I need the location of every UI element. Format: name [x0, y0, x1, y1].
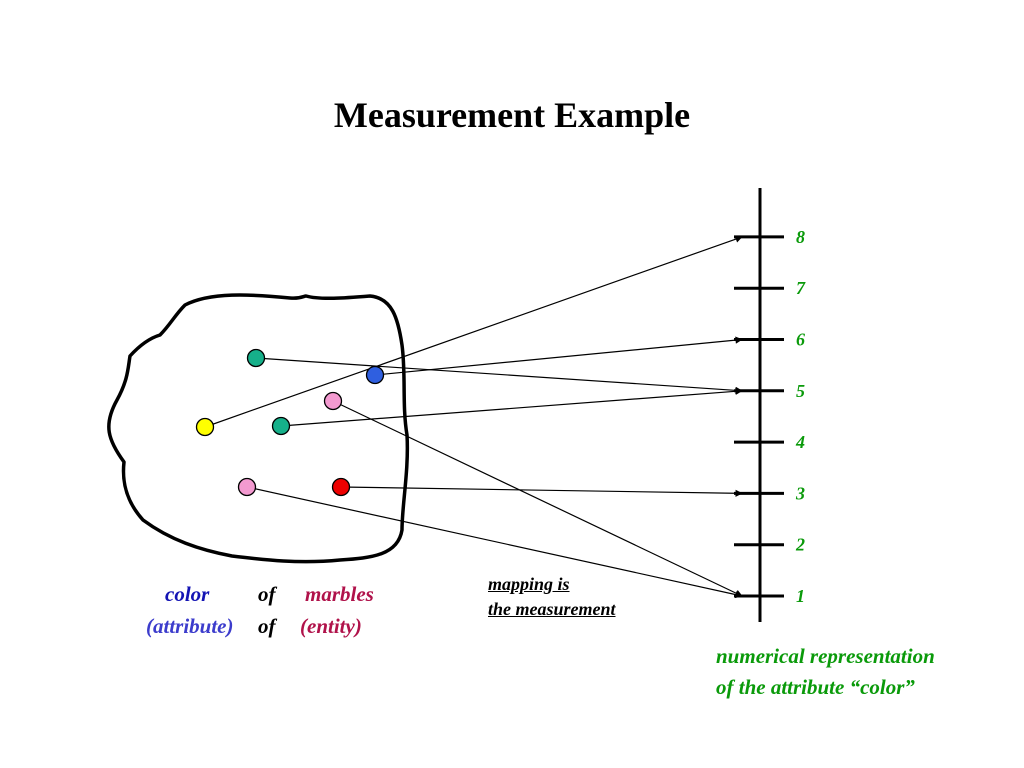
marble-teal-5 — [271, 416, 291, 436]
color-word-label: color — [165, 582, 210, 606]
mapping-arrow-1 — [255, 357, 743, 394]
marble-blue-2 — [365, 365, 385, 385]
scale-tick-label-6: 6 — [796, 330, 805, 350]
scale-tick-label-4: 4 — [795, 432, 805, 452]
marble-pink-6 — [237, 477, 257, 497]
marble-teal-1 — [246, 348, 266, 368]
scale-tick-label-8: 8 — [796, 227, 805, 247]
mapping-note-line-2: the measurement — [488, 599, 616, 619]
mapping-arrow-5 — [280, 387, 743, 427]
mapping-note: mapping is the measurement — [488, 572, 616, 622]
mapping-arrow-6 — [246, 486, 743, 599]
marble-bag-outline — [107, 293, 410, 564]
of-word-label-2: of — [258, 614, 276, 638]
representation-note: numerical representation of the attribut… — [716, 641, 935, 703]
mapping-note-line-1: mapping is — [488, 574, 570, 594]
marbles — [195, 348, 385, 497]
mapping-arrow-7 — [340, 486, 743, 497]
scale-tick-label-2: 2 — [795, 535, 805, 555]
marble-yellow-4 — [195, 417, 215, 437]
mapping-arrow-3 — [332, 400, 743, 597]
scale-tick-label-3: 3 — [795, 483, 805, 503]
marble-pink-3 — [323, 391, 343, 411]
attribute-word-label: (attribute) — [146, 614, 234, 638]
scale-tick-label-7: 7 — [796, 278, 806, 298]
of-word-label-1: of — [258, 582, 276, 606]
scale-tick-label-5: 5 — [796, 381, 805, 401]
mapping-arrows — [204, 235, 743, 599]
mapping-arrow-4 — [204, 235, 743, 428]
entity-word-label: (entity) — [300, 614, 362, 638]
representation-note-line-1: numerical representation — [716, 644, 935, 668]
mapping-arrow-2 — [374, 336, 743, 376]
scale-tick-label-1: 1 — [796, 586, 805, 606]
marbles-word-label: marbles — [305, 582, 374, 606]
scale-ticks: 1 2 3 4 5 6 7 8 — [734, 227, 806, 606]
representation-note-line-2: of the attribute “color” — [716, 675, 915, 699]
marble-red-7 — [331, 477, 351, 497]
page-title: Measurement Example — [333, 95, 691, 135]
